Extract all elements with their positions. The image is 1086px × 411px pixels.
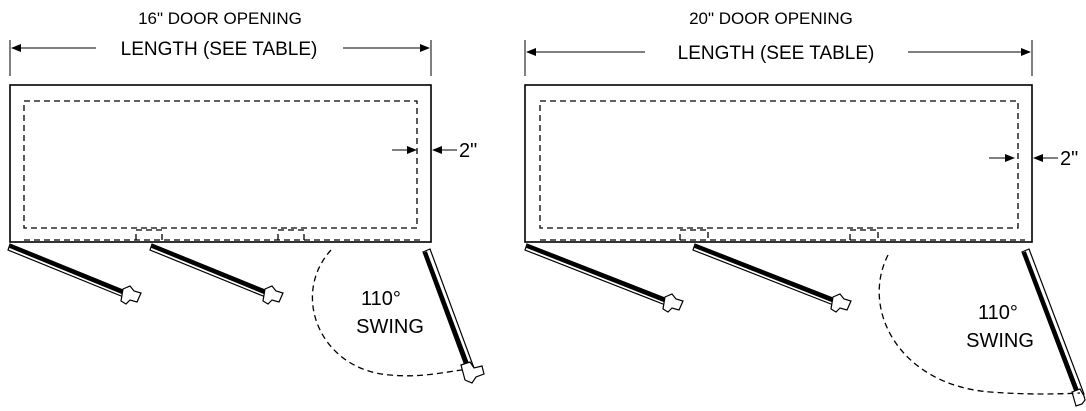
door-left <box>7 243 142 305</box>
diagram-20-inch: 20" DOOR OPENING LENGTH (SEE TABLE) 2" <box>524 9 1086 407</box>
door-middle <box>149 243 284 305</box>
swing-arc <box>311 249 463 377</box>
door-rail <box>24 229 424 241</box>
length-label: LENGTH (SEE TABLE) <box>121 39 318 60</box>
clearance-dimension: 2" <box>989 148 1078 170</box>
interior-outline <box>23 100 418 229</box>
opening-label: 20" DOOR OPENING <box>689 9 853 28</box>
swing-angle: 110° <box>978 302 1018 324</box>
door-middle <box>692 243 852 313</box>
opening-label: 16" DOOR OPENING <box>138 9 302 28</box>
door-rail <box>540 229 1025 241</box>
door-right-open <box>1021 248 1086 407</box>
clearance-label: 2" <box>1060 148 1078 170</box>
diagram-16-inch: 16" DOOR OPENING LENGTH (SEE TABLE) 2" <box>7 9 485 384</box>
clearance-dimension: 2" <box>392 140 477 162</box>
swing-label: SWING <box>966 330 1034 352</box>
clearance-label: 2" <box>459 140 477 162</box>
door-left <box>524 243 684 313</box>
cabinet-outline <box>9 84 432 243</box>
length-label: LENGTH (SEE TABLE) <box>678 43 875 64</box>
interior-outline <box>539 100 1019 229</box>
length-dimension: LENGTH (SEE TABLE) <box>524 40 1033 76</box>
door-right-open <box>422 248 485 384</box>
cabinet-outline <box>524 84 1033 243</box>
swing-angle: 110° <box>361 288 401 310</box>
swing-arc <box>878 254 1081 395</box>
length-dimension: LENGTH (SEE TABLE) <box>9 39 432 76</box>
swing-label: SWING <box>356 316 424 338</box>
